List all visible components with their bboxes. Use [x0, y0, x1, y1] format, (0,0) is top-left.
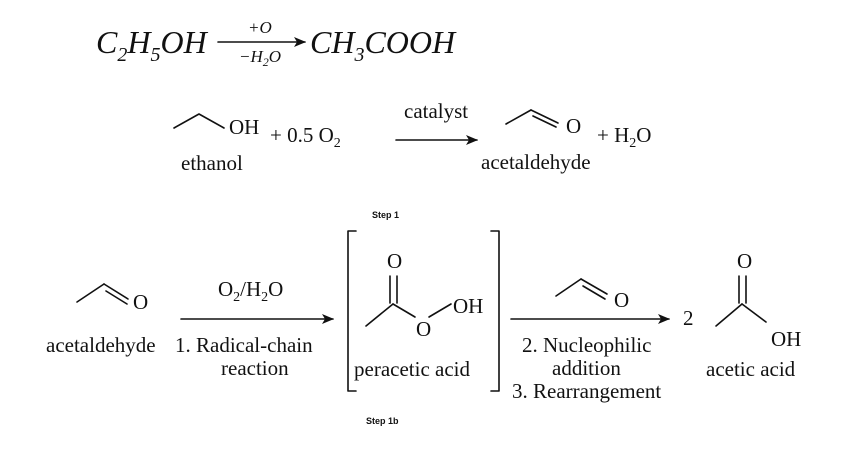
acetaldehyde-label: acetaldehyde	[481, 150, 591, 174]
ethanol-skeleton	[173, 113, 225, 129]
arrow2-label-line2: addition	[552, 356, 621, 380]
arrow1-label-line1: 1. Radical-chain	[175, 333, 313, 357]
acetaldehyde-skeleton	[505, 109, 559, 128]
ethanol-label: ethanol	[181, 151, 243, 175]
arrow2-label-line1: 2. Nucleophilic	[522, 333, 651, 357]
left-bracket	[347, 230, 357, 392]
overall-arrow-bottom-label: −H2O	[239, 47, 281, 69]
right-bracket	[490, 230, 500, 392]
water-product: + H2O	[597, 123, 651, 151]
arrow2-label-line3: 3. Rearrangement	[512, 379, 661, 403]
acetic-acid-label: acetic acid	[706, 357, 796, 381]
arrow1-label-line2: reaction	[221, 356, 289, 380]
step1-caption: Step 1	[372, 210, 399, 220]
ethanol-oh-label: OH	[229, 115, 259, 139]
overall-arrow-top-label: +O	[248, 18, 272, 37]
oxygen-reagent: + 0.5 O2	[270, 123, 341, 151]
arrow2-acetaldehyde-skeleton	[555, 278, 608, 300]
peracetic-acid-skeleton	[365, 275, 452, 327]
overall-equation: C2H5OH +O −H2O CH3COOH	[96, 18, 457, 69]
acetic-oh-label: OH	[771, 327, 801, 351]
arrow2-reagent-o-label: O	[614, 288, 629, 312]
overall-reactant-formula: C2H5OH	[96, 24, 209, 66]
peracetic-top-o-label: O	[387, 249, 402, 273]
overall-product-formula: CH3COOH	[310, 24, 457, 66]
peracetic-acid-label: peracetic acid	[354, 357, 470, 381]
peracetic-oh-label: OH	[453, 294, 483, 318]
step1b-acetaldehyde-skeleton	[76, 283, 129, 305]
step1b-caption: Step 1b	[366, 416, 399, 426]
step1-catalyst-label: catalyst	[404, 99, 468, 123]
step1b-acetaldehyde-label: acetaldehyde	[46, 333, 156, 357]
step1b-acetaldehyde-o-label: O	[133, 290, 148, 314]
step1-equation: OH ethanol + 0.5 O2 catalyst O + H2O ace…	[173, 99, 651, 220]
coefficient-label: 2	[683, 306, 694, 330]
peracetic-mid-o-label: O	[416, 317, 431, 341]
arrow1-reagent-label: O2/H2O	[218, 277, 283, 305]
acetaldehyde-o-label: O	[566, 114, 581, 138]
step1b-equation: O acetaldehyde O2/H2O 1. Radical-chain r…	[46, 230, 801, 426]
acetic-top-o-label: O	[737, 249, 752, 273]
acetic-acid-skeleton	[715, 275, 767, 327]
